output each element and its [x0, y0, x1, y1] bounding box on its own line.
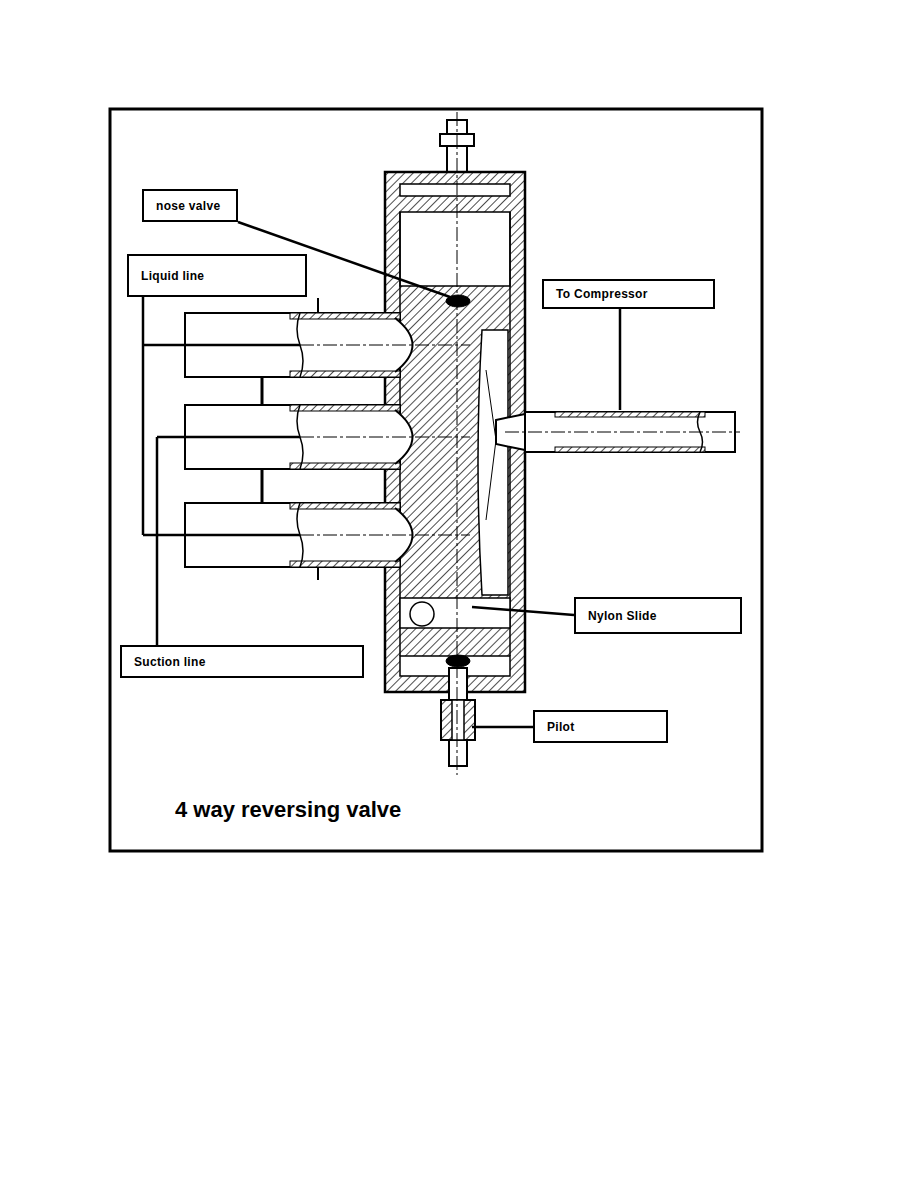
diagram-title: 4 way reversing valve — [175, 797, 401, 823]
label-text: To Compressor — [556, 287, 648, 301]
frame — [110, 109, 762, 851]
valve-part — [290, 371, 400, 377]
valve-part — [410, 602, 434, 626]
valve-part — [400, 598, 510, 628]
label-box: Nylon Slide — [574, 597, 742, 634]
valve-part — [446, 655, 470, 667]
label-box: nose valve — [142, 189, 238, 222]
valve-part — [441, 700, 475, 740]
valve-part — [555, 447, 705, 452]
valve-part — [400, 212, 510, 286]
left-tubes — [185, 298, 413, 580]
valve-part — [472, 607, 574, 615]
label-text: Nylon Slide — [588, 609, 657, 623]
valve-part — [290, 503, 400, 509]
valve-part — [452, 700, 464, 740]
label-box: Suction line — [120, 645, 364, 678]
valve-part — [290, 561, 400, 567]
valve-part — [317, 298, 319, 313]
label-text: nose valve — [156, 199, 220, 213]
valve-part — [385, 172, 525, 692]
valve-part — [157, 436, 300, 439]
label-box: Liquid line — [127, 254, 307, 297]
valve-part — [457, 112, 458, 775]
valve-part — [143, 534, 300, 537]
valve-part — [290, 313, 400, 319]
valve-part — [619, 309, 622, 410]
valve-part — [156, 437, 159, 645]
label-box: To Compressor — [542, 279, 715, 309]
label-text: Pilot — [547, 720, 575, 734]
label-text: Liquid line — [141, 269, 204, 283]
valve-part — [290, 463, 400, 469]
valve-part — [290, 405, 400, 411]
valve-part — [505, 432, 740, 433]
valve-part — [261, 377, 264, 405]
valve-part — [317, 567, 319, 580]
valve-part — [478, 330, 508, 595]
valve-part — [261, 469, 264, 503]
valve-part — [449, 668, 467, 766]
valve-part — [555, 412, 705, 417]
valve-part — [472, 726, 533, 729]
valve-part — [400, 184, 510, 196]
valve-part — [143, 344, 300, 347]
label-box: Pilot — [533, 710, 668, 743]
valve-part — [142, 297, 145, 535]
valve-body — [385, 120, 525, 766]
valve-part — [486, 370, 496, 520]
label-text: Suction line — [134, 655, 206, 669]
